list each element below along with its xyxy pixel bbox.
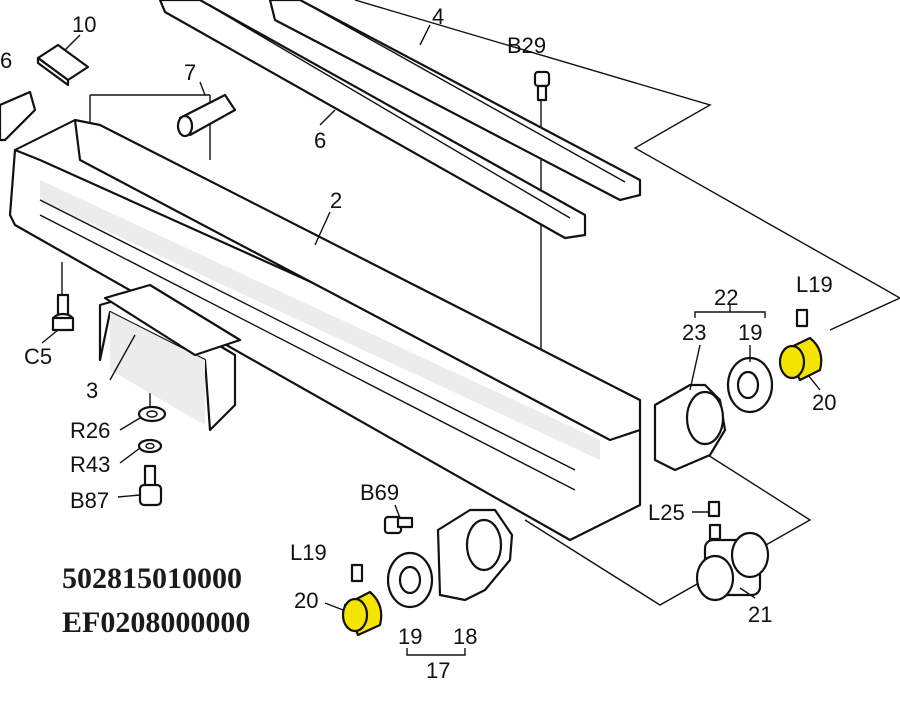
- bracket-23: [653, 383, 727, 472]
- bracket-18: [436, 508, 514, 602]
- label-23: 23: [682, 320, 706, 345]
- callout-labels: 10 4 B29 6 7 6 2 22 L19 23 19 20 C5 3 R2…: [0, 4, 836, 683]
- label-b29: B29: [507, 33, 546, 58]
- rail-6-left-fragment: [0, 90, 37, 142]
- label-3: 3: [86, 378, 98, 403]
- screw-b69: [383, 515, 414, 535]
- label-18: 18: [453, 624, 477, 649]
- pulley-20-right-highlighted: [778, 336, 823, 382]
- label-l25: L25: [648, 500, 685, 525]
- washer-r43: [137, 438, 163, 454]
- label-19-left: 19: [398, 624, 422, 649]
- pulley-20-left-highlighted: [341, 590, 383, 637]
- label-b69: B69: [360, 480, 399, 505]
- label-22: 22: [714, 285, 738, 310]
- leader-lines: [41, 24, 821, 611]
- label-20-right: 20: [812, 390, 836, 415]
- label-19-right: 19: [738, 320, 762, 345]
- bushing-19-right: [726, 356, 774, 414]
- main-profile-2: [8, 118, 642, 542]
- label-l19-left: L19: [290, 540, 327, 565]
- part-code-block: 502815010000 EF0208000000: [62, 562, 250, 639]
- label-b87: B87: [70, 488, 109, 513]
- label-2: 2: [330, 188, 342, 213]
- label-7: 7: [184, 60, 196, 85]
- label-10: 10: [72, 12, 96, 37]
- rail-6: [158, 0, 587, 240]
- group-bracket-17: [406, 648, 466, 656]
- bracket-3: [98, 283, 242, 432]
- screw-c5: [51, 293, 75, 332]
- rail-4: [268, 0, 642, 202]
- label-21: 21: [748, 602, 772, 627]
- label-20-left: 20: [294, 588, 318, 613]
- plate-10: [36, 43, 90, 87]
- part-code-2: EF0208000000: [62, 606, 250, 639]
- screw-l25: [707, 500, 722, 541]
- group-bracket-22: [694, 305, 766, 318]
- label-6-left: 6: [0, 48, 12, 73]
- screw-l19-right: [795, 308, 809, 328]
- part-code-1: 502815010000: [62, 562, 242, 595]
- label-4: 4: [432, 4, 444, 29]
- label-6: 6: [314, 128, 326, 153]
- label-c5: C5: [24, 344, 52, 369]
- screw-l19-left: [350, 563, 364, 583]
- bushing-19-left: [386, 551, 434, 609]
- pulley-21: [695, 531, 770, 602]
- label-r26: R26: [70, 418, 110, 443]
- label-l19-right: L19: [796, 272, 833, 297]
- washer-r26: [137, 405, 167, 423]
- pin-7: [176, 93, 237, 138]
- screw-b29: [533, 70, 551, 102]
- screw-b87: [138, 464, 163, 507]
- label-17: 17: [426, 658, 450, 683]
- label-r43: R43: [70, 452, 110, 477]
